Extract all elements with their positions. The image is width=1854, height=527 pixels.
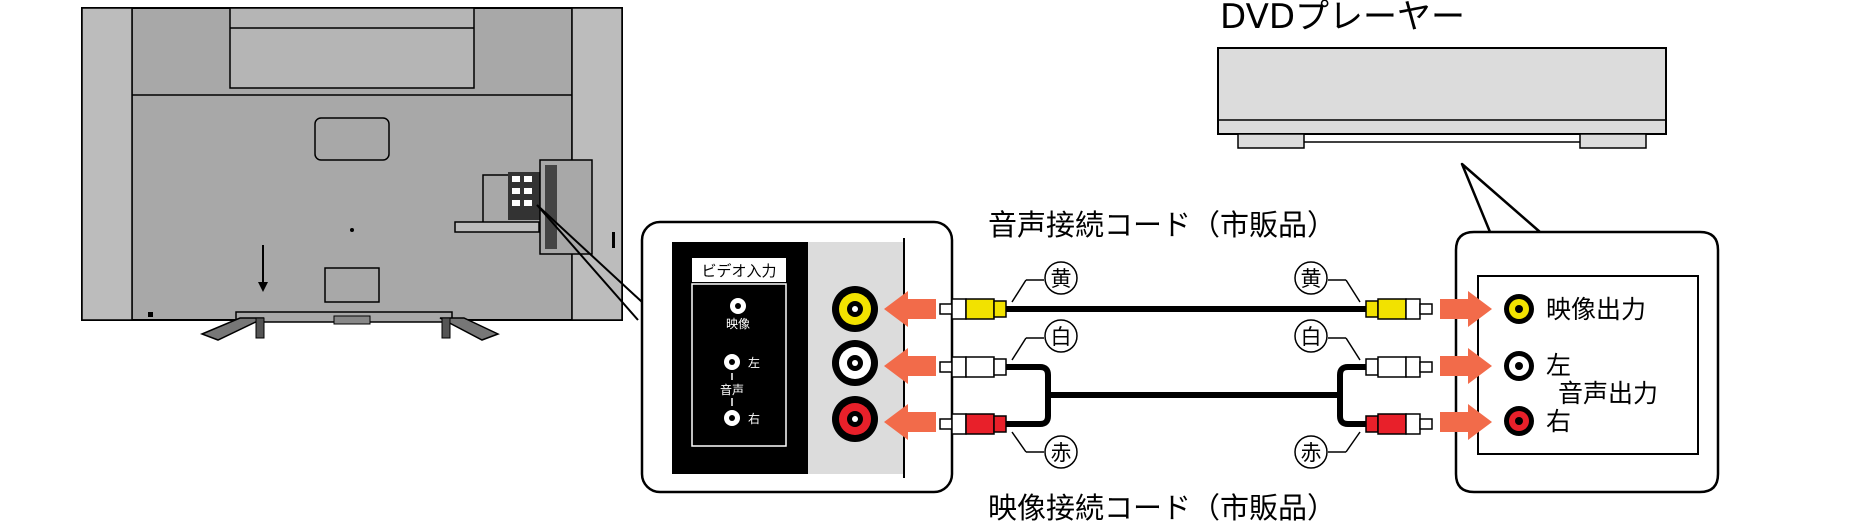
dvd-audio-out-label: 音声出力 [1558,379,1658,408]
dvd-white-jack [1504,351,1534,381]
tag-white-dvd: 白 [1301,325,1322,349]
tv-panel-audio-label: 音声 [720,382,744,397]
tv-yellow-jack [832,286,878,332]
yellow-plug-dvd [1365,298,1433,320]
tv-panel-header: ビデオ入力 [701,262,776,280]
cable-wires [1000,306,1372,427]
dvd-output-callout: 映像出力 左 音声出力 右 [1454,162,1720,494]
color-tags-dvd: 黄 白 赤 [1294,261,1361,469]
mini-right-jack [724,410,740,426]
mini-left-jack [724,354,740,370]
dvd-side-plugs [1365,298,1433,435]
tag-yellow-tv: 黄 [1051,267,1072,291]
tv-red-jack [832,396,878,442]
audio-cable-label: 音声接続コード（市販品） [988,208,1336,242]
tv-panel-left-label: 左 [748,355,760,370]
dvd-video-out-label: 映像出力 [1546,295,1646,324]
tag-white-tv: 白 [1051,325,1072,349]
tv-side-plugs [939,298,1007,435]
mini-video-jack [730,298,746,314]
tag-yellow-dvd: 黄 [1301,267,1322,291]
tag-red-dvd: 赤 [1301,441,1322,465]
yellow-plug-tv [939,298,1007,320]
red-plug-tv [939,413,1007,435]
tv-panel-right-label: 右 [748,411,760,426]
color-tags-tv: 黄 白 赤 [1011,261,1078,469]
dvd-right-label: 右 [1546,407,1571,436]
dvd-yellow-jack [1504,294,1534,324]
dvd-left-label: 左 [1546,351,1571,380]
dvd-red-jack [1504,406,1534,436]
tag-red-tv: 赤 [1051,441,1072,465]
video-cable-label: 映像接続コード（市販品） [988,491,1336,525]
tv-white-jack [832,340,878,386]
white-plug-tv [939,356,1007,378]
red-plug-dvd [1365,413,1433,435]
dvd-player: DVDプレーヤー [1217,0,1667,149]
tv-panel-video-label: 映像 [726,317,750,331]
tv-rear-view [81,7,643,341]
white-plug-dvd [1365,356,1433,378]
dvd-player-title: DVDプレーヤー [1220,0,1465,37]
tv-input-callout: ビデオ入力 映像 左 音声 右 [640,220,954,494]
